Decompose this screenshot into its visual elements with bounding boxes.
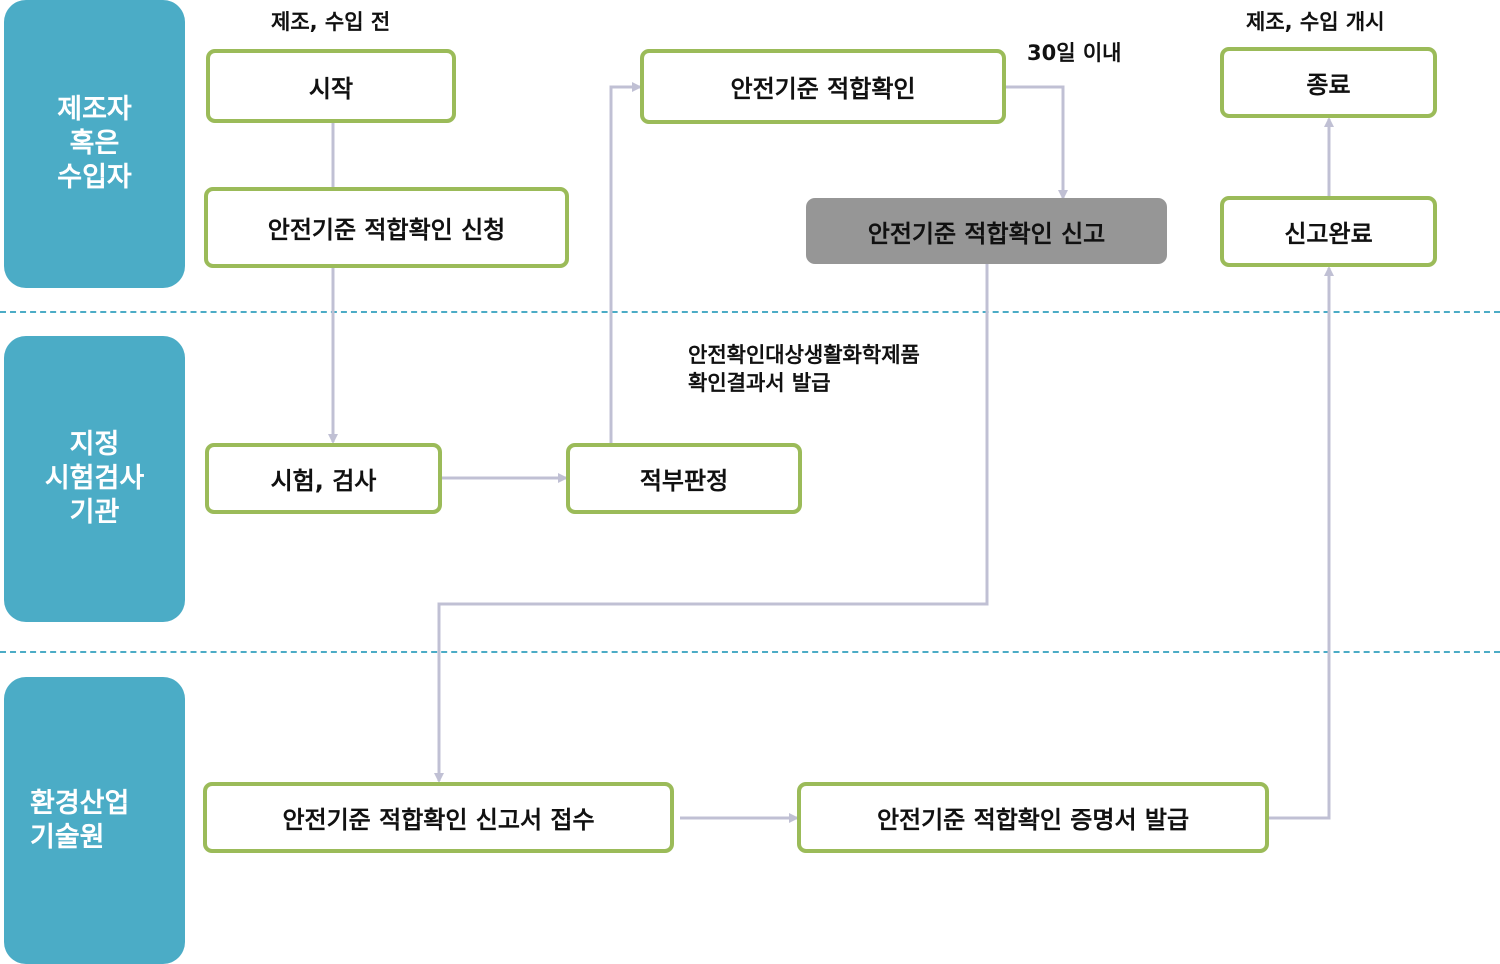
connector-judge-to-confirm [609, 82, 642, 443]
node-apply-label: 안전기준 적합확인 신청 [267, 216, 506, 244]
node-report-label: 안전기준 적합확인 신고 [867, 219, 1106, 248]
node-confirm: 안전기준 적합확인 [640, 49, 1006, 124]
node-report-done-label: 신고완료 [1284, 220, 1373, 248]
node-end-label: 종료 [1306, 71, 1351, 99]
connector-certificate-to-done [1260, 266, 1334, 820]
node-apply: 안전기준 적합확인 신청 [204, 187, 569, 268]
lane-divider-2 [0, 651, 1500, 653]
node-test-inspect-label: 시험, 검사 [270, 467, 377, 495]
node-start: 시작 [206, 49, 456, 123]
node-certificate-label: 안전기준 적합확인 증명서 발급 [876, 806, 1190, 834]
node-certificate: 안전기준 적합확인 증명서 발급 [797, 782, 1269, 853]
lane-keiti: 환경산업 기술원 [4, 677, 185, 964]
node-receipt-label: 안전기준 적합확인 신고서 접수 [282, 806, 595, 834]
lane-manufacturer: 제조자 혹은 수입자 [4, 0, 185, 288]
connector-confirm-to-report [1005, 85, 1068, 200]
node-report: 안전기준 적합확인 신고 [806, 198, 1167, 264]
node-report-done: 신고완료 [1220, 196, 1437, 267]
annotation-result-issue: 안전확인대상생활화학제품 확인결과서 발급 [688, 343, 920, 395]
node-start-label: 시작 [308, 74, 354, 103]
node-end: 종료 [1220, 47, 1437, 118]
connector-report-to-receipt [434, 264, 989, 783]
lane-testing-agency-label: 지정 시험검사 기관 [44, 429, 145, 528]
annotation-start-business: 제조, 수입 개시 [1246, 10, 1385, 34]
lane-keiti-label: 환경산업 기술원 [30, 788, 130, 853]
node-judgement-label: 적부판정 [639, 467, 729, 495]
annotation-before-manufacture: 제조, 수입 전 [271, 10, 391, 34]
node-judgement: 적부판정 [566, 443, 802, 514]
lane-manufacturer-label: 제조자 혹은 수입자 [57, 94, 132, 193]
lane-divider-1 [0, 311, 1500, 313]
node-confirm-label: 안전기준 적합확인 [730, 75, 916, 103]
node-test-inspect: 시험, 검사 [205, 443, 442, 514]
annotation-within-30-days: 30일 이내 [1027, 41, 1122, 65]
lane-testing-agency: 지정 시험검사 기관 [4, 336, 185, 622]
node-receipt: 안전기준 적합확인 신고서 접수 [203, 782, 674, 853]
